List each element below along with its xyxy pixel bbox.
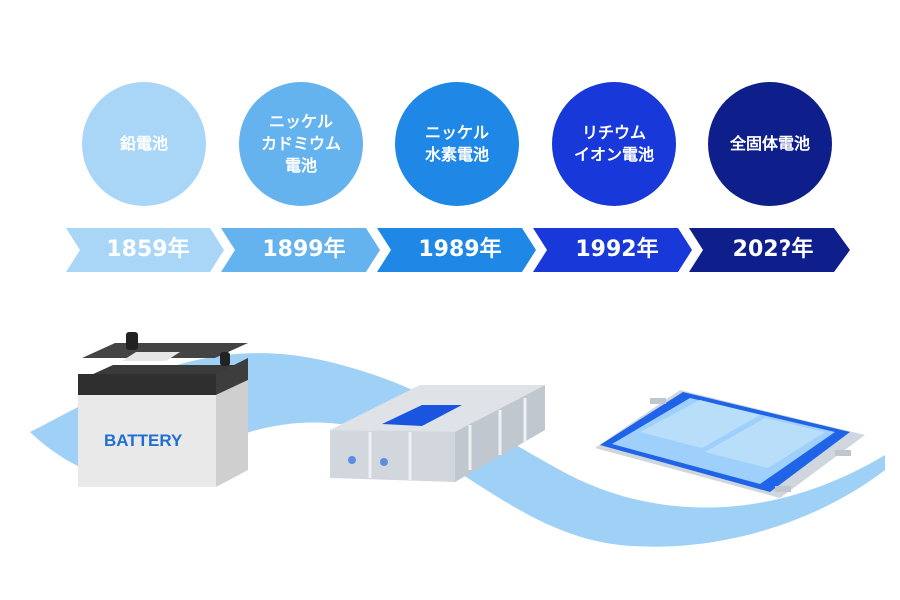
timeline-year-1992: 1992年 (575, 237, 659, 262)
stage-circle-nimh: ニッケル 水素電池 (395, 82, 519, 206)
timeline-year-1989: 1989年 (418, 237, 502, 262)
timeline-segment-1 (66, 228, 224, 272)
battery-label: BATTERY (104, 431, 183, 450)
nimh-module-illustration (330, 385, 545, 482)
stage-circle-li-ion: リチウム イオン電池 (552, 82, 676, 206)
timeline-year-202x: 202?年 (732, 237, 814, 262)
lead-acid-battery-illustration (78, 332, 248, 487)
timeline-segment-5 (689, 228, 850, 272)
stage-circle-solid-state: 全固体電池 (708, 82, 832, 206)
solid-state-cell-illustration (595, 390, 865, 498)
timeline-segment-2 (221, 228, 380, 272)
timeline-year-1859: 1859年 (106, 237, 190, 262)
timeline-year-1899: 1899年 (262, 237, 346, 262)
timeline-segment-4 (533, 228, 692, 272)
timeline-segment-3 (377, 228, 536, 272)
stage-circle-nicd: ニッケル カドミウム 電池 (239, 82, 363, 206)
stage-circle-lead-acid: 鉛電池 (82, 82, 206, 206)
